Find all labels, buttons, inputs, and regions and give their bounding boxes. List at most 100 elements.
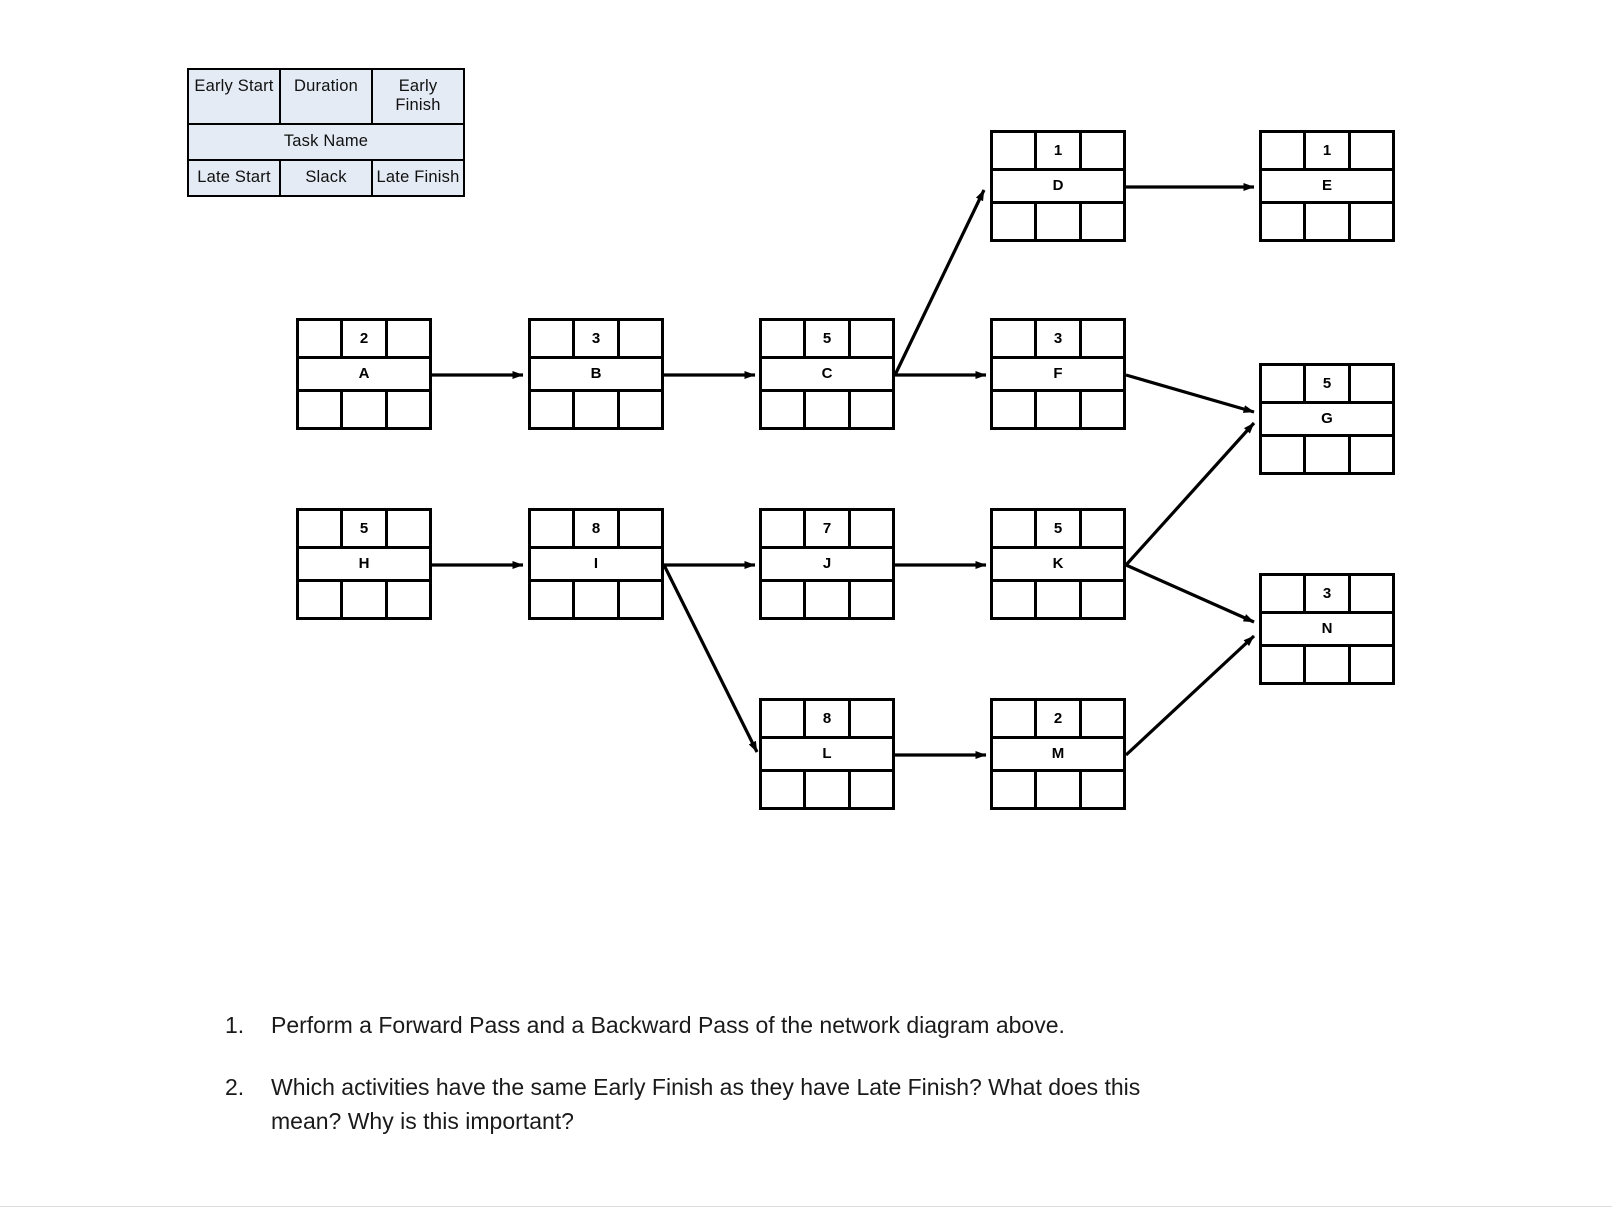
node-slack-i — [572, 582, 616, 617]
node-slack-j — [803, 582, 847, 617]
node-early-start-b — [531, 321, 572, 356]
node-slack-n — [1303, 647, 1347, 682]
node-row-late — [1262, 437, 1392, 472]
node-early-finish-k — [1078, 511, 1123, 546]
node-row-name: F — [993, 355, 1123, 393]
node-early-start-a — [299, 321, 340, 356]
node-late-start-j — [762, 582, 803, 617]
node-duration-j: 7 — [803, 511, 847, 546]
node-early-start-j — [762, 511, 803, 546]
legend-row-middle: Task Name — [189, 123, 463, 161]
node-row-early: 5 — [762, 321, 892, 356]
node-early-start-c — [762, 321, 803, 356]
node-early-finish-j — [847, 511, 892, 546]
node-late-finish-k — [1078, 582, 1123, 617]
node-late-start-h — [299, 582, 340, 617]
node-slack-k — [1034, 582, 1078, 617]
node-late-finish-i — [616, 582, 661, 617]
node-row-name: C — [762, 355, 892, 393]
node-late-finish-l — [847, 772, 892, 807]
node-row-early: 1 — [993, 133, 1123, 168]
node-early-finish-g — [1347, 366, 1392, 401]
questions-list: 1. Perform a Forward Pass and a Backward… — [225, 1008, 1325, 1166]
node-late-start-n — [1262, 647, 1303, 682]
node-late-start-d — [993, 204, 1034, 239]
node-row-name: A — [299, 355, 429, 393]
node-early-finish-l — [847, 701, 892, 736]
node-early-start-n — [1262, 576, 1303, 611]
node-row-early: 5 — [1262, 366, 1392, 401]
node-row-early: 3 — [531, 321, 661, 356]
node-slack-d — [1034, 204, 1078, 239]
node-row-late — [762, 582, 892, 617]
node-row-name: D — [993, 167, 1123, 205]
node-task-name-h: H — [358, 555, 370, 573]
node-task-name-b: B — [590, 365, 602, 383]
node-duration-e: 1 — [1303, 133, 1347, 168]
node-row-early: 7 — [762, 511, 892, 546]
question-text: Which activities have the same Early Fin… — [271, 1074, 1141, 1135]
node-row-late — [993, 392, 1123, 427]
network-node-key-legend: Early Start Duration Early Finish Task N… — [187, 68, 465, 197]
node-late-finish-c — [847, 392, 892, 427]
legend-late-start-label: Late Start — [197, 168, 271, 186]
node-row-late — [299, 582, 429, 617]
node-late-start-a — [299, 392, 340, 427]
node-row-name: B — [531, 355, 661, 393]
node-row-early: 2 — [299, 321, 429, 356]
legend-task-name-label: Task Name — [283, 132, 369, 150]
node-late-finish-b — [616, 392, 661, 427]
node-early-finish-b — [616, 321, 661, 356]
node-slack-c — [803, 392, 847, 427]
node-late-start-c — [762, 392, 803, 427]
node-task-name-d: D — [1052, 177, 1064, 195]
node-late-start-b — [531, 392, 572, 427]
edge-f-to-g — [1125, 373, 1255, 414]
node-late-finish-a — [384, 392, 429, 427]
node-slack-l — [803, 772, 847, 807]
node-task-name-l: L — [822, 745, 832, 763]
node-late-finish-n — [1347, 647, 1392, 682]
legend-row-bottom: Late Start Slack Late Finish — [189, 161, 463, 195]
node-duration-c: 5 — [803, 321, 847, 356]
node-early-start-e — [1262, 133, 1303, 168]
node-task-name-i: I — [593, 555, 599, 573]
node-duration-h: 5 — [340, 511, 384, 546]
node-task-name-c: C — [821, 365, 833, 383]
node-late-finish-m — [1078, 772, 1123, 807]
node-early-start-d — [993, 133, 1034, 168]
node-late-start-m — [993, 772, 1034, 807]
node-early-finish-d — [1078, 133, 1123, 168]
node-row-name: G — [1262, 400, 1392, 438]
node-slack-b — [572, 392, 616, 427]
node-row-late — [299, 392, 429, 427]
node-row-late — [762, 392, 892, 427]
node-row-name: J — [762, 545, 892, 583]
node-duration-f: 3 — [1034, 321, 1078, 356]
node-row-name: I — [531, 545, 661, 583]
node-late-start-g — [1262, 437, 1303, 472]
node-slack-f — [1034, 392, 1078, 427]
node-row-late — [1262, 204, 1392, 239]
node-early-start-l — [762, 701, 803, 736]
node-row-late — [531, 392, 661, 427]
node-late-finish-f — [1078, 392, 1123, 427]
node-early-finish-a — [384, 321, 429, 356]
node-row-early: 3 — [1262, 576, 1392, 611]
node-slack-m — [1034, 772, 1078, 807]
node-task-name-n: N — [1321, 620, 1333, 638]
